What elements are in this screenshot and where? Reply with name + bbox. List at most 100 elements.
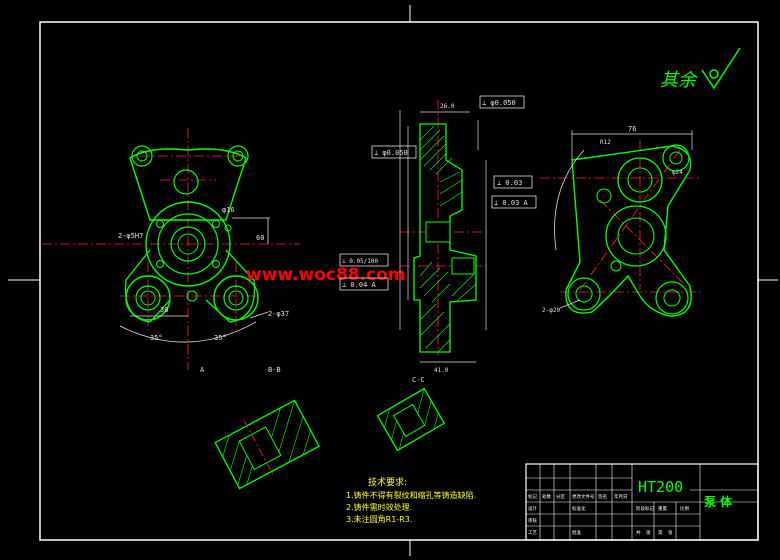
title-block-label: 共 bbox=[636, 529, 641, 536]
left-view-hole-callout-2: 2-φ5H7 bbox=[118, 232, 143, 240]
tech-requirements: 技术要求: 1.铸件不得有裂纹和缩孔等铸造缺陷. 2.铸件需时效处理. 3.未注… bbox=[346, 476, 476, 524]
center-view-dim-bottom: 41.0 bbox=[434, 367, 449, 374]
left-view-lug-left bbox=[131, 145, 153, 167]
left-view-lug-right bbox=[227, 145, 249, 167]
right-view-dims bbox=[559, 130, 693, 309]
right-view-dim-top: 76 bbox=[628, 125, 636, 133]
center-view-tol-4: ⊥ 0.03 A bbox=[494, 199, 529, 207]
title-block-label: 签名 bbox=[598, 493, 607, 500]
section-cc-detail bbox=[376, 387, 446, 452]
title-block-label: 第 bbox=[658, 529, 663, 536]
right-view-main-boss bbox=[617, 157, 663, 203]
center-view-outline bbox=[413, 123, 477, 353]
roughness-note: 其余 bbox=[660, 70, 698, 91]
center-view-tol-6: ⊥ 0.04 A bbox=[342, 281, 377, 289]
title-block-grid bbox=[526, 464, 758, 540]
title-block-label: 标准化 bbox=[572, 505, 586, 512]
center-view-groove bbox=[451, 257, 475, 275]
right-view: 76 R12 2-φ20 φ24 bbox=[540, 125, 700, 317]
left-view-label-a: A bbox=[200, 366, 205, 374]
right-view-hole-small bbox=[610, 260, 622, 272]
title-block-label: 张 bbox=[668, 529, 673, 536]
center-view-tolerance-frames bbox=[339, 95, 537, 291]
right-view-foot-left-hole bbox=[575, 285, 593, 303]
left-view-leader bbox=[249, 311, 269, 319]
left-view: 35° 35° 36 2-φ37 2-φ5H7 φ16 60 A B-B bbox=[42, 128, 300, 374]
center-view: ⊥ φ0.050 ⊥ φ0.050 ⊥ 0.03 ⊥ 0.03 A ⊥ 0.05… bbox=[339, 95, 537, 384]
right-view-arc-dim bbox=[554, 149, 585, 251]
title-block-label: 处数 bbox=[542, 493, 551, 500]
center-view-tol-1: ⊥ φ0.050 bbox=[482, 99, 516, 107]
left-view-angle-left: 35° bbox=[150, 334, 163, 342]
left-view-section-bb: B-B bbox=[268, 366, 281, 374]
title-block-label: 标记 bbox=[528, 493, 537, 500]
left-view-body-outer bbox=[145, 201, 231, 287]
title-block-label: 工艺 bbox=[528, 530, 537, 536]
title-block-label: 比例 bbox=[680, 505, 689, 512]
tech-requirement-item: 2.铸件需时效处理. bbox=[346, 502, 412, 512]
title-block-material: HT200 bbox=[638, 478, 683, 496]
center-view-bore bbox=[425, 221, 451, 243]
tech-requirement-item: 3.未注圆角R1-R3. bbox=[346, 514, 412, 524]
right-view-foot-right-hole bbox=[663, 289, 681, 307]
center-view-dims bbox=[399, 110, 487, 363]
title-block-label: 阶段标记 bbox=[636, 505, 654, 512]
tech-requirement-item: 1.铸件不得有裂纹和缩孔等铸造缺陷. bbox=[346, 490, 476, 500]
left-view-dim-60: 60 bbox=[256, 234, 264, 242]
right-view-foot-left bbox=[567, 277, 601, 311]
left-view-boss-left-inner bbox=[140, 290, 156, 306]
right-view-foot-right bbox=[655, 281, 689, 315]
right-view-center-hole bbox=[617, 217, 655, 255]
left-view-pin-hole bbox=[186, 290, 198, 302]
right-view-boss-top-hole bbox=[669, 151, 683, 165]
title-block-label: 张 bbox=[646, 529, 651, 536]
left-view-bracket bbox=[129, 148, 247, 221]
left-view-hole-callout: 2-φ37 bbox=[268, 310, 289, 318]
right-view-outline bbox=[565, 145, 692, 317]
title-block-label: 更改文件号 bbox=[572, 493, 595, 500]
title-block-label: 审核 bbox=[528, 517, 537, 524]
left-view-boss-right-hole bbox=[223, 285, 249, 311]
right-view-hole-left bbox=[596, 188, 612, 204]
title-block-label: 分区 bbox=[556, 493, 565, 500]
center-view-tol-5: ⊥ 0.05/100 bbox=[342, 258, 379, 265]
left-view-boss-left bbox=[125, 275, 171, 321]
right-view-dim-r: R12 bbox=[600, 139, 611, 146]
title-block-label: 年月日 bbox=[614, 493, 628, 500]
center-view-dim-top: 26.0 bbox=[440, 103, 455, 110]
left-view-centerlines bbox=[42, 128, 300, 370]
center-view-section-cc: C-C bbox=[412, 376, 425, 384]
left-view-boss-right bbox=[213, 275, 259, 321]
left-view-wing-right bbox=[205, 249, 256, 323]
watermark: www.woc88.com bbox=[246, 265, 406, 285]
left-view-lug-right-hole bbox=[232, 150, 244, 162]
tech-requirements-title: 技术要求: bbox=[368, 476, 407, 488]
left-view-upper-hole bbox=[173, 169, 199, 195]
left-view-angle-right: 35° bbox=[214, 334, 227, 342]
title-block-labels: 标记 处数 分区 更改文件号 签名 年月日 设计 标准化 审核 工艺 批准 阶段… bbox=[528, 493, 689, 536]
left-view-bore bbox=[170, 226, 206, 262]
right-view-center-boss bbox=[605, 205, 667, 267]
title-block-label: 批准 bbox=[572, 529, 581, 536]
center-view-tol-3: ⊥ 0.03 bbox=[497, 179, 522, 187]
left-view-lug-left-hole bbox=[136, 150, 148, 162]
left-view-boss-left-hole bbox=[135, 285, 161, 311]
center-view-tol-2: ⊥ φ0.050 bbox=[374, 149, 408, 157]
title-block-label: 重量 bbox=[658, 505, 667, 512]
section-bb-detail bbox=[214, 399, 320, 490]
center-view-hatch bbox=[419, 125, 477, 353]
left-view-dim-16: φ16 bbox=[222, 206, 235, 214]
outer-frame bbox=[39, 21, 759, 541]
left-view-boss-right-inner bbox=[228, 290, 244, 306]
roughness-symbol bbox=[701, 47, 741, 90]
right-view-hole-callout: 2-φ20 bbox=[542, 307, 560, 314]
left-view-bolt-holes bbox=[156, 220, 232, 268]
left-view-dim-36: 36 bbox=[160, 306, 168, 314]
title-block-label: 设计 bbox=[528, 505, 537, 512]
left-view-angle-arc bbox=[119, 321, 257, 343]
right-view-dim-bore: φ24 bbox=[672, 169, 683, 176]
left-view-bore-inner bbox=[177, 233, 199, 255]
title-block-part-name: 泵 体 bbox=[704, 494, 733, 509]
left-view-body-mid bbox=[157, 213, 219, 275]
